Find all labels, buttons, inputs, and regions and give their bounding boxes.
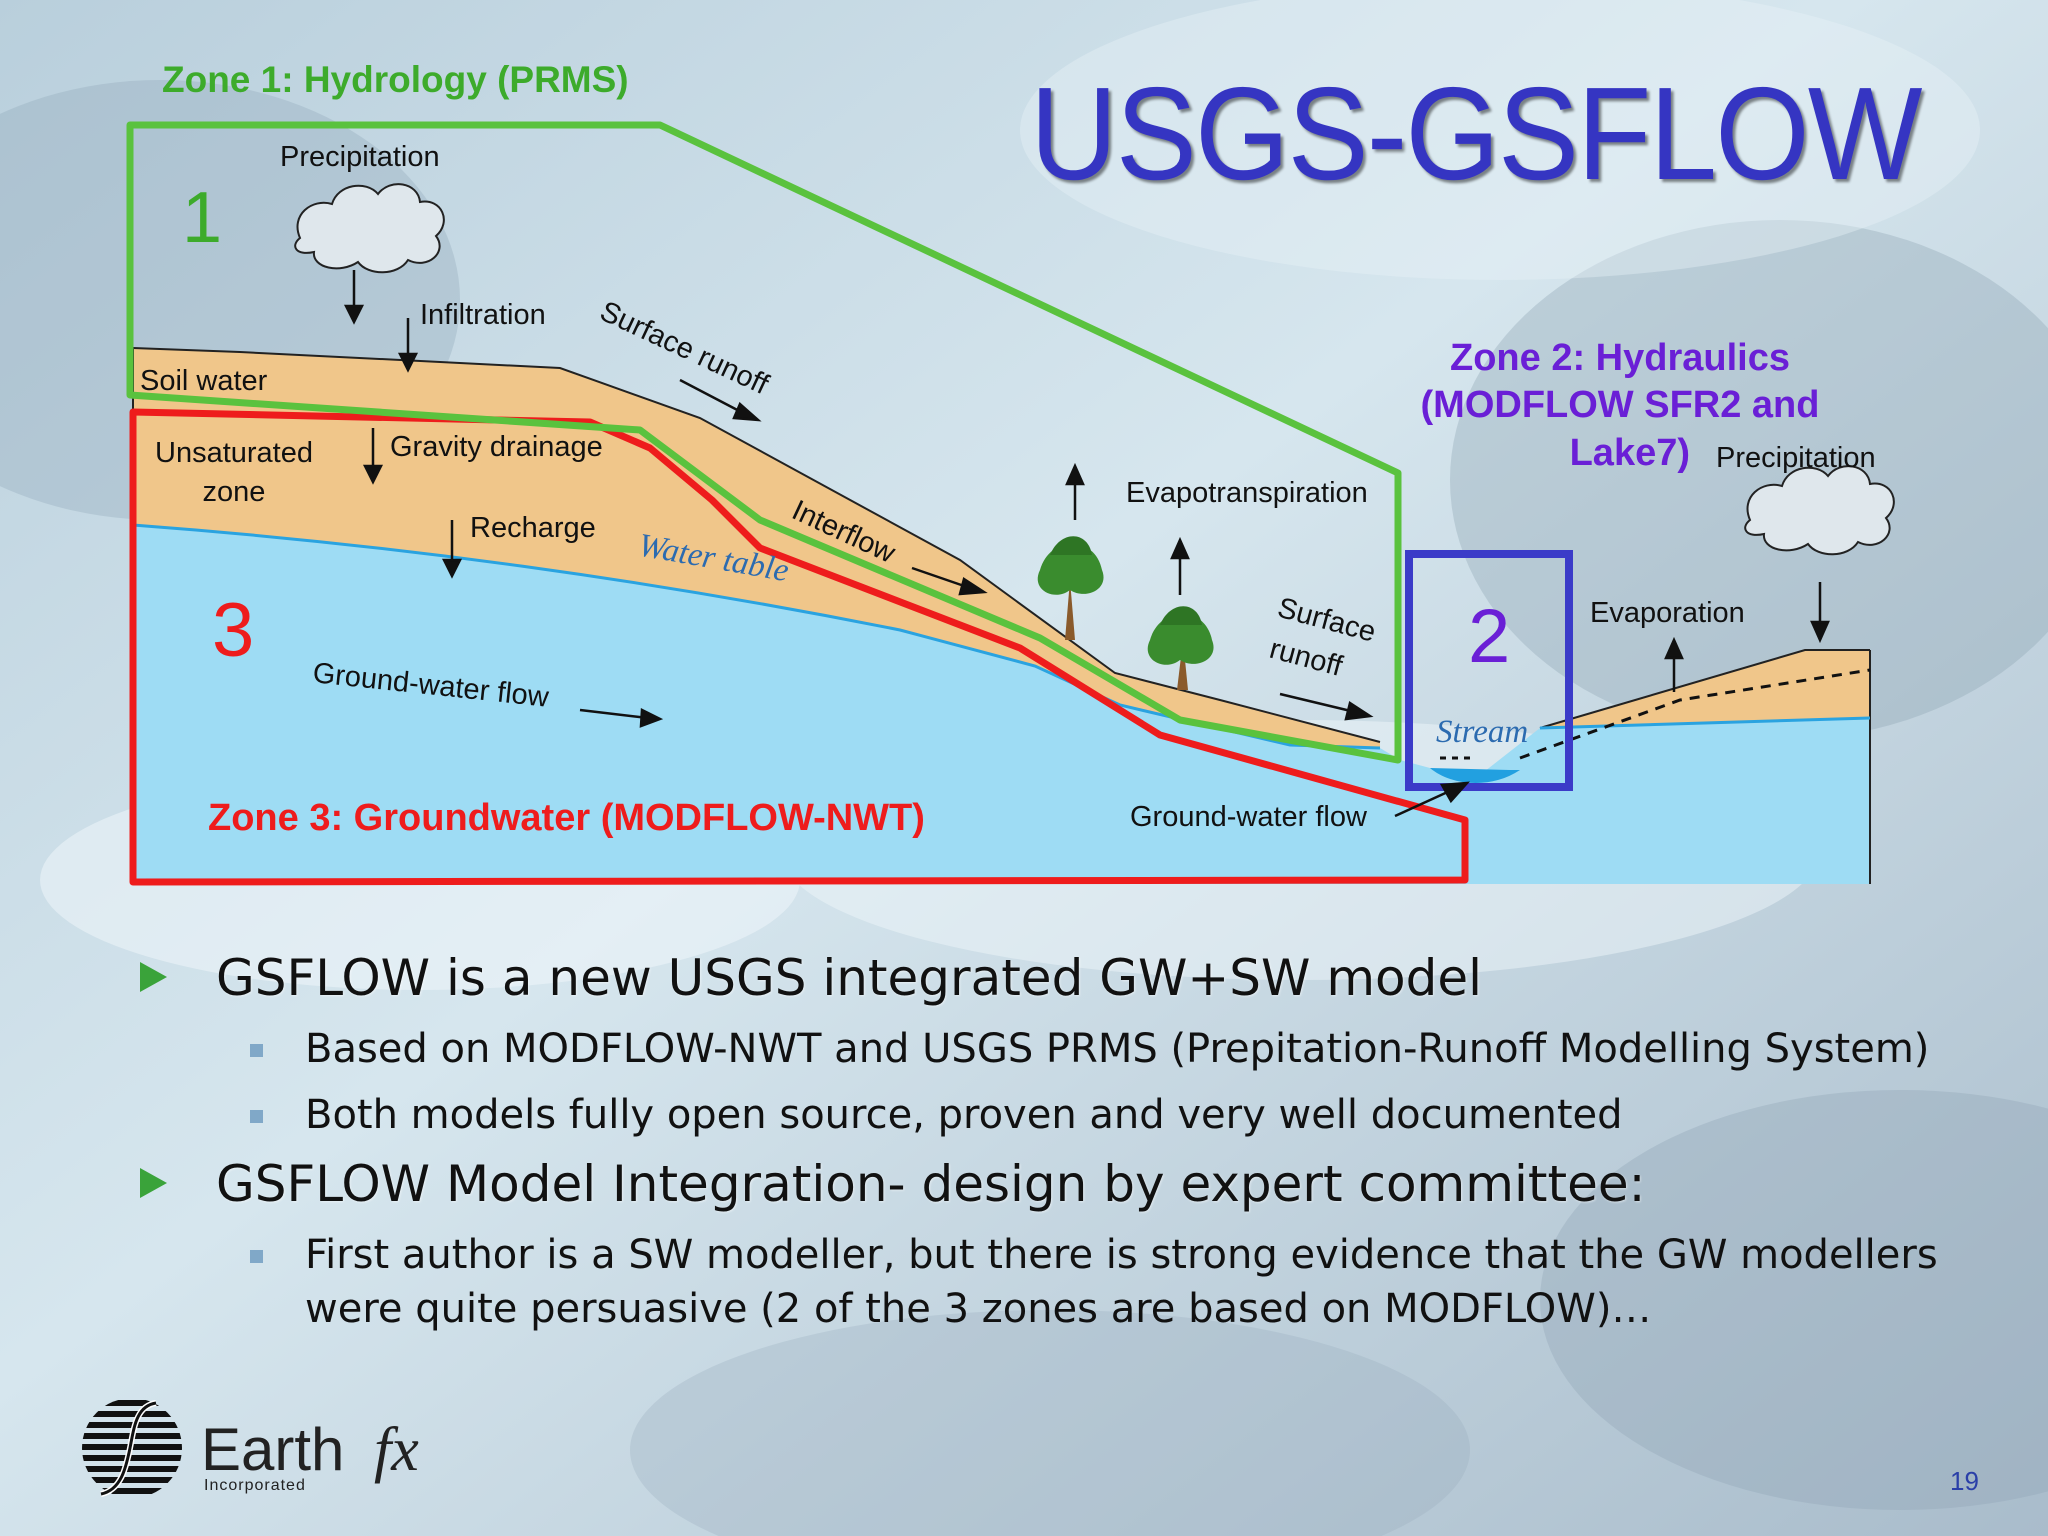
page-number: 19 xyxy=(1950,1466,1979,1496)
sub-bullet-item: First author is a SW modeller, but there… xyxy=(140,1228,2020,1336)
bullet-list: GSFLOW is a new USGS integrated GW+SW mo… xyxy=(140,948,2020,1348)
unsaturated-zone-label: zone xyxy=(203,476,266,508)
stream-label: Stream xyxy=(1436,714,1528,750)
sub-bullet-item: Based on MODFLOW-NWT and USGS PRMS (Prep… xyxy=(140,1022,2020,1076)
square-bullet-icon xyxy=(250,1044,263,1057)
soil-water-label: Soil water xyxy=(140,365,268,397)
evapotranspiration-arrow xyxy=(1170,536,1190,595)
groundwater-region xyxy=(133,525,1400,884)
logo-subtext: Incorporated xyxy=(204,1477,306,1494)
surface-runoff-label: runoff xyxy=(1266,633,1346,683)
precipitation-label: Precipitation xyxy=(280,141,440,173)
zone1-boundary[interactable] xyxy=(126,121,1402,764)
right-groundwater-region xyxy=(1400,718,1870,884)
gravity-drainage-arrow xyxy=(362,428,384,485)
zone2-label: Lake7) xyxy=(1570,432,1690,474)
infiltration-label: Infiltration xyxy=(420,299,546,331)
zone2-label: (MODFLOW SFR2 and xyxy=(1421,384,1820,426)
tree-icon xyxy=(1147,606,1214,690)
triangle-bullet-icon xyxy=(140,1168,167,1198)
evapotranspiration-label: Evapotranspiration xyxy=(1126,477,1368,509)
zone1-number: 1 xyxy=(182,178,222,258)
zone3-boundary[interactable] xyxy=(129,408,1469,886)
groundwater-flow-label: Ground-water flow xyxy=(1130,801,1368,833)
triangle-bullet-icon xyxy=(140,962,167,992)
bullet-item: GSFLOW is a new USGS integrated GW+SW mo… xyxy=(140,948,2020,1008)
zone3-label: Zone 3: Groundwater (MODFLOW-NWT) xyxy=(208,797,925,839)
cloud-icon xyxy=(294,183,445,274)
tree-icon xyxy=(1037,536,1104,640)
groundwater-flow-arrow xyxy=(579,708,664,728)
zone1-label: Zone 1: Hydrology (PRMS) xyxy=(162,59,629,100)
sub-bullet-item: Both models fully open source, proven an… xyxy=(140,1088,2020,1142)
right-soil-region xyxy=(1540,650,1870,728)
precipitation-label: Precipitation xyxy=(1716,442,1876,474)
precipitation-arrow xyxy=(1810,582,1830,644)
zone2-label: Zone 2: Hydraulics xyxy=(1450,337,1790,379)
precipitation-arrow xyxy=(343,270,365,325)
earthfx-logo: Earth fx Incorporated xyxy=(82,1400,419,1497)
recharge-arrow xyxy=(441,520,463,579)
interflow-arrow xyxy=(911,566,988,596)
unsaturated-zone-label: Unsaturated xyxy=(155,437,313,469)
logo-text: Earth xyxy=(201,1416,344,1483)
bullet-item: GSFLOW Model Integration- design by expe… xyxy=(140,1154,2020,1214)
cloud-icon xyxy=(1744,465,1895,556)
evaporation-arrow xyxy=(1664,636,1684,692)
evaporation-label: Evaporation xyxy=(1590,597,1745,629)
square-bullet-icon xyxy=(250,1110,263,1123)
logo-fx-text: fx xyxy=(374,1416,419,1484)
surface-runoff-arrow xyxy=(679,378,762,422)
gravity-drainage-label: Gravity drainage xyxy=(390,431,603,463)
surface-runoff-label: Surface runoff xyxy=(595,295,774,401)
groundwater-flow-arrow xyxy=(1394,781,1471,818)
slide-title: USGS-GSFLOW xyxy=(1030,60,1922,207)
stream-channel xyxy=(1430,768,1520,783)
infiltration-arrow xyxy=(397,318,419,373)
land-surface-line xyxy=(132,347,1381,743)
recharge-label: Recharge xyxy=(470,512,596,544)
square-bullet-icon xyxy=(250,1250,263,1263)
water-table-line xyxy=(132,523,1381,750)
zone3-number: 3 xyxy=(212,588,254,673)
zone2-number: 2 xyxy=(1468,594,1510,679)
surface-runoff-arrow xyxy=(1279,692,1374,721)
evapotranspiration-arrow xyxy=(1065,462,1085,520)
zone2-boundary[interactable] xyxy=(1405,550,1573,791)
globe-icon xyxy=(82,1400,182,1497)
